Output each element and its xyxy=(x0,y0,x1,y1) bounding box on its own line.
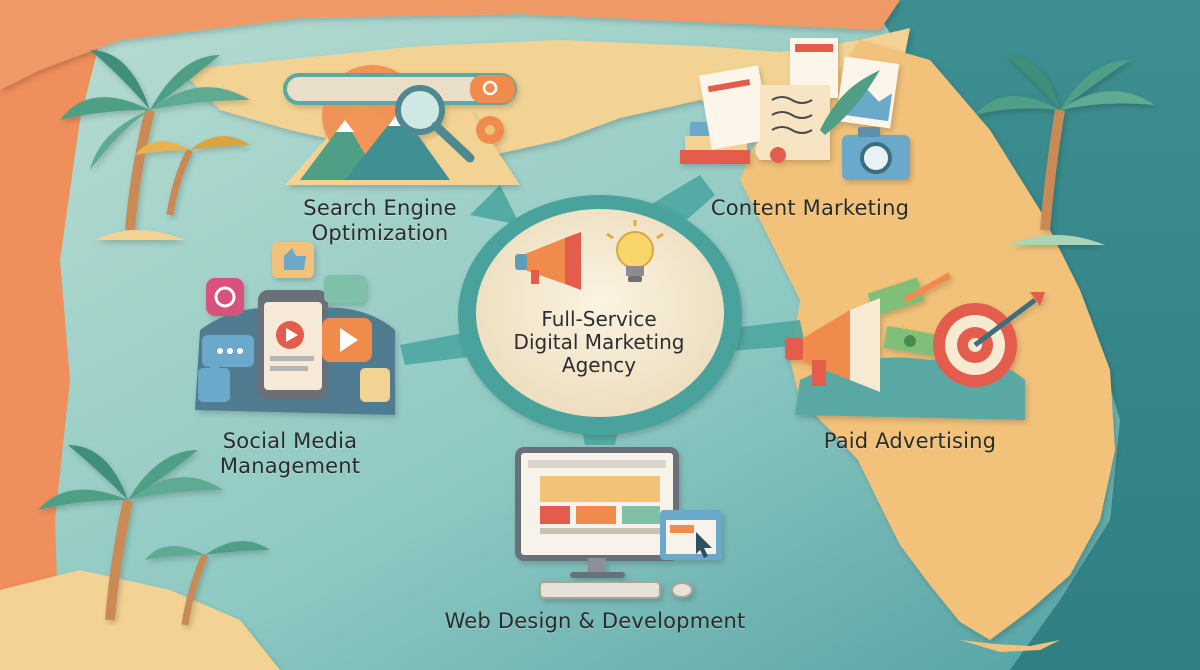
lightbulb-icon xyxy=(606,220,664,282)
service-label-social: Social Media Management xyxy=(219,429,361,478)
cursor-icon xyxy=(696,532,712,558)
paid-illustration xyxy=(785,272,1045,420)
palm-tree-bottom-left xyxy=(38,445,270,626)
megaphone-icon xyxy=(515,232,581,290)
hub-node xyxy=(458,195,742,435)
chat-bubble-icon xyxy=(202,275,366,375)
thumbs-up-icon xyxy=(198,242,390,402)
gear-icon xyxy=(476,116,504,144)
phone-icon xyxy=(258,290,328,400)
seo-illustration xyxy=(283,65,520,185)
service-label-paid: Paid Advertising xyxy=(823,429,997,453)
palm-tree-top-left xyxy=(60,50,250,240)
magnifier-icon xyxy=(395,85,475,163)
atlantic-ocean xyxy=(870,0,1200,670)
monitor-icon xyxy=(515,447,679,578)
florida-keys xyxy=(960,640,1060,652)
feather-quill-icon xyxy=(820,70,880,135)
left-land-edge xyxy=(0,0,110,670)
megaphone-icon xyxy=(785,298,880,392)
service-label-seo: Search Engine Optimization xyxy=(303,196,457,245)
social-illustration xyxy=(195,242,395,415)
top-land-band xyxy=(0,0,900,90)
web-illustration xyxy=(515,447,722,599)
mouse-icon xyxy=(671,582,693,598)
search-button-shape xyxy=(470,75,515,103)
service-label-content: Content Marketing xyxy=(710,196,910,220)
browser-window-icon xyxy=(660,510,722,560)
bottom-left-sand xyxy=(0,570,280,670)
play-icon xyxy=(322,318,372,362)
scroll-icon xyxy=(755,85,830,160)
arrow-icon xyxy=(903,272,1045,347)
connector-seo xyxy=(470,185,520,225)
hub-title: Full-Service Digital Marketing Agency xyxy=(513,307,685,377)
content-illustration xyxy=(680,38,910,180)
keyboard-icon xyxy=(539,581,661,599)
camera-icon xyxy=(842,127,910,180)
instagram-icon xyxy=(206,278,244,316)
money-icon xyxy=(867,277,937,357)
palm-tree-top-right xyxy=(975,55,1155,245)
service-label-web: Web Design & Development xyxy=(444,609,746,633)
